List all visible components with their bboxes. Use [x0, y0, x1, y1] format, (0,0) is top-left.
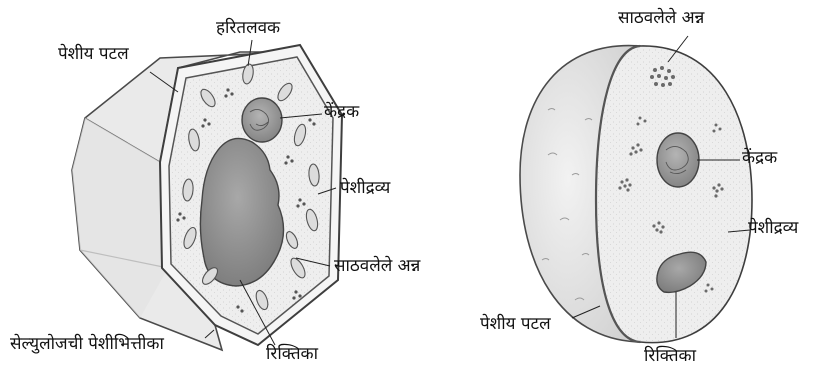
- plant-label-chloroplast: हरितलवक: [216, 20, 280, 37]
- plant-label-cell-wall: सेल्युलोजची पेशीभित्तीका: [10, 336, 164, 353]
- animal-label-cell-membrane: पेशीय पटल: [480, 316, 551, 333]
- animal-label-nucleus: केंद्रक: [742, 150, 777, 167]
- plant-label-cell-membrane: पेशीय पटल: [58, 46, 129, 63]
- animal-label-stored-food: साठवलेले अन्न: [618, 10, 704, 27]
- plant-cell: [72, 40, 342, 350]
- plant-label-stored-food: साठवलेले अन्न: [334, 258, 420, 275]
- plant-label-vacuole: रिक्तिका: [266, 346, 318, 363]
- animal-nucleus: [657, 133, 699, 187]
- animal-label-cytoplasm: पेशीद्रव्य: [748, 220, 798, 237]
- plant-label-cytoplasm: पेशीद्रव्य: [340, 180, 390, 197]
- animal-label-vacuole: रिक्तिका: [644, 348, 696, 365]
- plant-label-nucleus: केंद्रक: [324, 104, 359, 121]
- plant-nucleus: [242, 98, 282, 142]
- animal-cell-cut-face: [596, 46, 752, 343]
- animal-cell: [520, 36, 752, 343]
